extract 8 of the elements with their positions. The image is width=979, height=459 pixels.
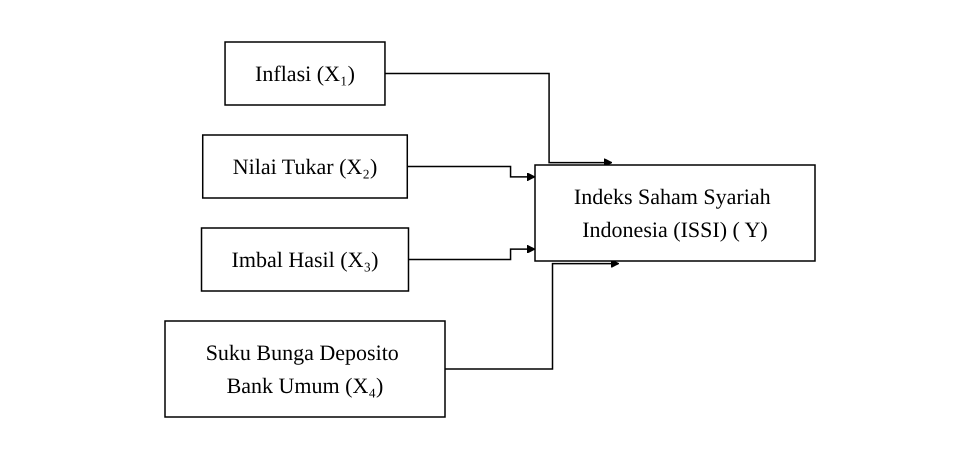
arrow	[408, 244, 536, 260]
arrow	[384, 72, 612, 167]
node-box: Indeks Saham Syariah Indonesia (ISSI) ( Y)	[534, 164, 816, 262]
node-box: Inflasi (X₁)	[224, 41, 386, 106]
arrow	[406, 166, 536, 182]
node-box: Suku Bunga Deposito Bank Umum (X₄)	[164, 320, 446, 418]
node-box: Imbal Hasil (X₃)	[200, 227, 409, 292]
node-box: Nilai Tukar (X₂)	[201, 134, 408, 199]
